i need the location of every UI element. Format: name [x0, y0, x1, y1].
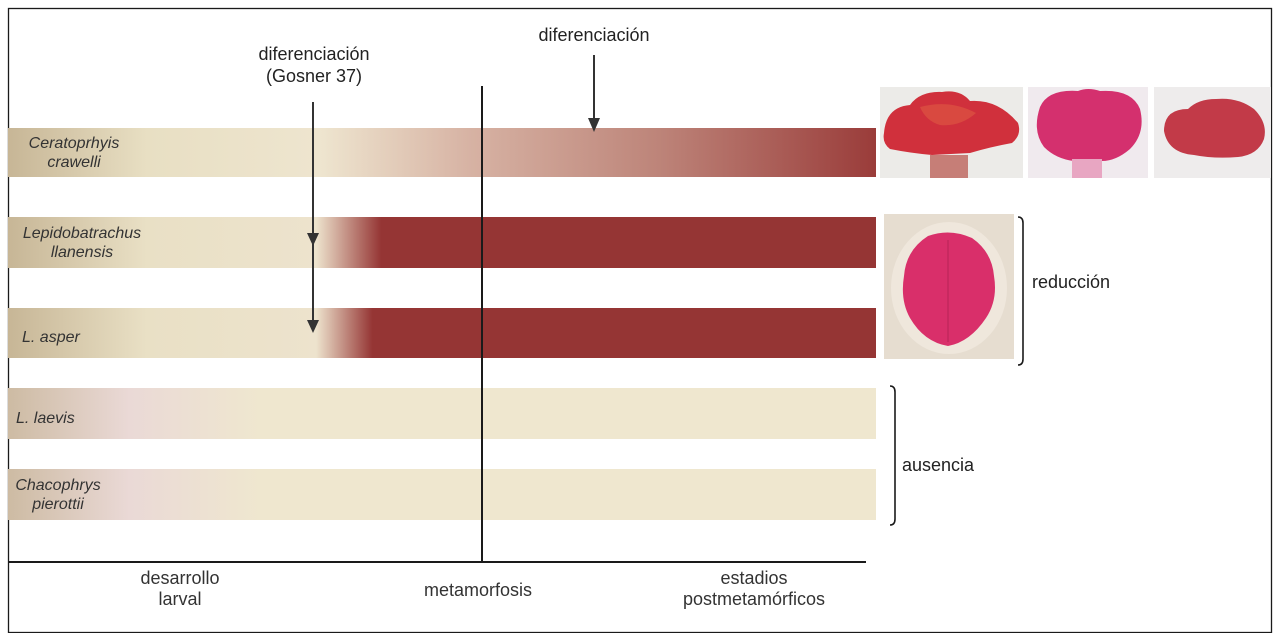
species-name-line2: crawelli	[47, 154, 101, 171]
species-label-l-laevis: L. laevis	[16, 410, 75, 427]
species-name-line1: Ceratoprhyis	[28, 135, 120, 152]
species-name-line1: Lepidobatrachus	[22, 225, 142, 242]
axis-label-postmetamorficos: estadios postmetamórficos	[682, 568, 826, 609]
band-chacophrys	[8, 469, 876, 520]
species-label-lepidobatrachus: Lepidobatrachus llanensis	[12, 224, 152, 262]
species-name-line1: Chacophrys	[15, 477, 101, 494]
annotation-diferenciacion-top: diferenciación	[538, 25, 650, 45]
annotation-reduccion: reducción	[1032, 272, 1111, 292]
band-l-asper	[8, 308, 876, 358]
arrow-differentiation-top	[588, 55, 600, 132]
arrow-differentiation-gosner	[307, 102, 319, 333]
species-label-chacophrys: Chacophrys pierottii	[8, 476, 108, 514]
bracket-ausencia	[889, 385, 896, 526]
axis-label-metamorfosis: metamorfosis	[423, 580, 533, 600]
species-name-line2: pierottii	[32, 496, 84, 513]
species-label-l-asper: L. asper	[22, 329, 80, 346]
specimen-photo-3	[1154, 87, 1271, 178]
species-name-line2: llanensis	[50, 244, 114, 261]
specimen-photo-4	[884, 214, 1014, 359]
band-l-laevis	[8, 388, 876, 439]
axis-label-larval: desarrollo larval	[140, 568, 220, 609]
band-lepidobatrachus-llanensis	[8, 217, 876, 268]
specimen-photo-2	[1028, 87, 1148, 178]
band-ceratophrys	[8, 128, 876, 177]
bracket-reduccion	[1017, 216, 1024, 366]
specimen-photo-1	[880, 87, 1023, 178]
annotation-diferenciacion-gosner: diferenciación (Gosner 37)	[258, 44, 370, 86]
species-label-ceratophrys: Ceratoprhyis crawelli	[14, 134, 134, 172]
annotation-ausencia: ausencia	[902, 455, 975, 475]
